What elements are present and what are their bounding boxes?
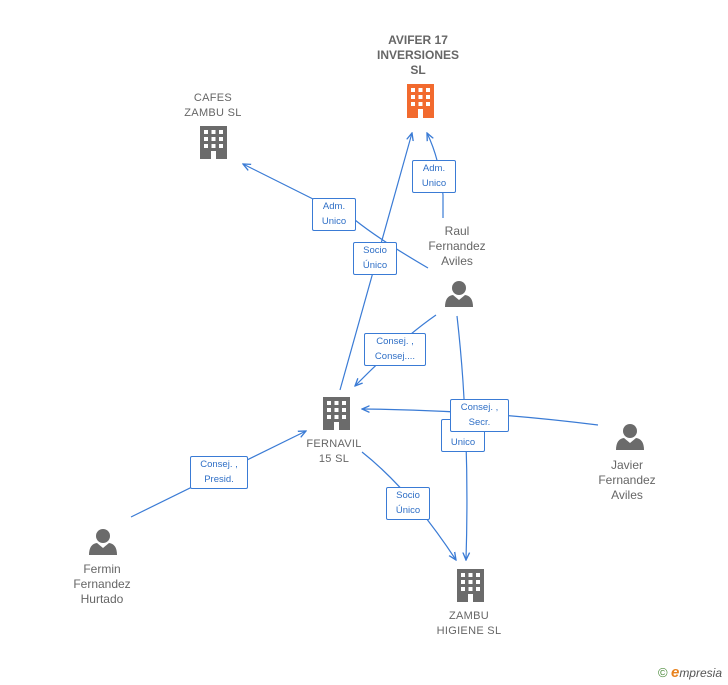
- relation-label-javier-fernavil[interactable]: Consej. , Secr.: [450, 399, 509, 432]
- copyright-symbol: ©: [658, 665, 668, 680]
- person-icon[interactable]: [616, 424, 644, 450]
- node-label-cafes[interactable]: CAFES ZAMBU SL: [184, 92, 242, 119]
- brand-initial: e: [670, 664, 680, 681]
- building-icon[interactable]: [407, 84, 434, 118]
- relation-label-fernavil-zambu[interactable]: Socio Único: [386, 487, 430, 520]
- node-label-zambu[interactable]: ZAMBU HIGIENE SL: [436, 610, 502, 637]
- person-icon[interactable]: [89, 529, 117, 555]
- empresia-logo: © empresia: [658, 664, 722, 681]
- building-icon[interactable]: [323, 397, 350, 430]
- relation-label-fernavil-avifer[interactable]: Socio Único: [353, 242, 397, 275]
- node-label-fernavil[interactable]: FERNAVIL 15 SL: [306, 438, 362, 465]
- node-label-javier[interactable]: Javier Fernandez Aviles: [598, 458, 656, 502]
- relation-label-raul-fernavil[interactable]: Consej. , Consej....: [364, 333, 426, 366]
- relation-label-fermin-fernavil[interactable]: Consej. , Presid.: [190, 456, 248, 489]
- node-label-raul[interactable]: Raul Fernandez Aviles: [428, 224, 486, 268]
- building-icon[interactable]: [200, 126, 227, 159]
- building-icon[interactable]: [457, 569, 484, 602]
- node-label-fermin[interactable]: Fermin Fernandez Hurtado: [73, 562, 131, 606]
- brand-name: mpresia: [679, 666, 722, 680]
- relation-label-raul-avifer[interactable]: Adm. Unico: [412, 160, 456, 193]
- person-icon[interactable]: [445, 281, 473, 307]
- node-label-avifer[interactable]: AVIFER 17 INVERSIONES SL: [376, 33, 460, 77]
- relation-label-raul-cafes[interactable]: Adm. Unico: [312, 198, 356, 231]
